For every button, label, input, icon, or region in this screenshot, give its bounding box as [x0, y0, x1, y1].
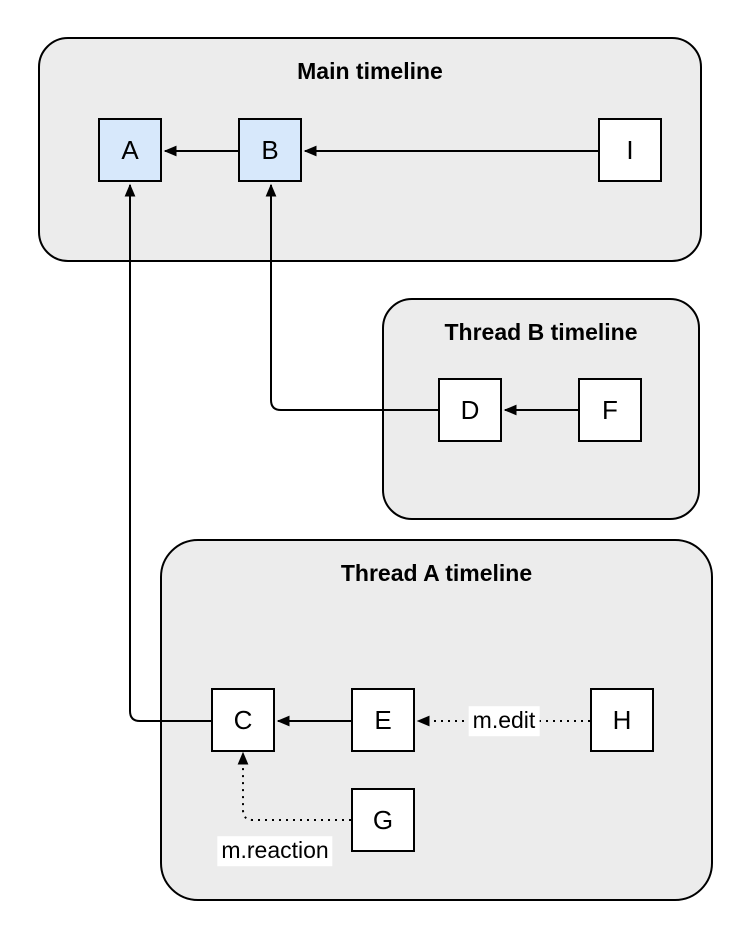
node-A: A	[98, 118, 162, 182]
edge-D-to-B	[265, 183, 438, 411]
node-C: C	[211, 688, 275, 752]
edge-C-to-A	[124, 183, 211, 722]
edge-G-to-C-m-reaction	[237, 751, 351, 821]
node-H: H	[590, 688, 654, 752]
container-title-thread-a-timeline: Thread A timeline	[340, 560, 533, 586]
container-title-thread-b-timeline: Thread B timeline	[444, 319, 638, 345]
node-I: I	[598, 118, 662, 182]
node-B: B	[238, 118, 302, 182]
node-D: D	[438, 378, 502, 442]
edge-label-m-edit: m.edit	[468, 706, 540, 736]
node-E: E	[351, 688, 415, 752]
edge-label-m-reaction: m.reaction	[217, 836, 333, 866]
node-F: F	[578, 378, 642, 442]
node-G: G	[351, 788, 415, 852]
container-title-main-timeline: Main timeline	[297, 58, 443, 84]
